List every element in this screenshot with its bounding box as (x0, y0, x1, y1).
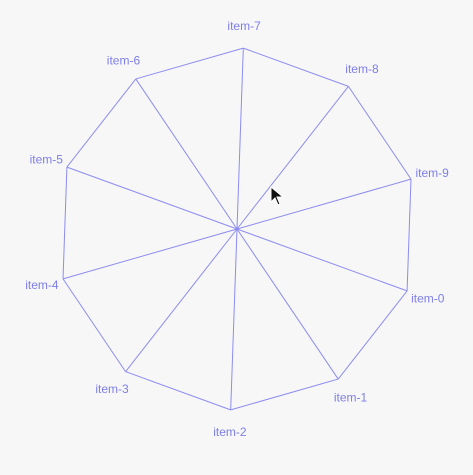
radar-label-3: item-3 (95, 382, 129, 396)
radar-spoke-6 (135, 78, 238, 230)
radar-edge-2 (125, 371, 231, 411)
radar-edge-4 (62, 167, 68, 279)
radar-spoke-4 (62, 228, 238, 280)
radar-spoke-8 (236, 86, 349, 230)
radar-edge-9 (406, 179, 412, 291)
radar-spoke-1 (236, 228, 339, 380)
radar-spoke-5 (66, 166, 238, 230)
radar-edge-5 (66, 78, 137, 168)
radar-edge-8 (348, 86, 412, 180)
radar-label-6: item-6 (107, 54, 141, 68)
radar-outline (62, 47, 412, 411)
radar-spoke-3 (125, 228, 238, 372)
radar-label-0: item-0 (411, 291, 445, 305)
radar-spokes (62, 48, 412, 410)
radar-spoke-0 (236, 228, 408, 292)
radar-label-2: item-2 (213, 425, 247, 439)
radar-label-9: item-9 (415, 166, 449, 180)
radar-label-1: item-1 (334, 390, 368, 404)
mouse-pointer-icon (270, 186, 284, 206)
radar-spoke-9 (236, 178, 412, 230)
radar-label-7: item-7 (227, 19, 261, 33)
radar-edge-6 (135, 47, 244, 80)
radar-spoke-2 (230, 228, 238, 410)
radar-edge-0 (337, 290, 408, 380)
radar-label-5: item-5 (30, 153, 64, 167)
radar-label-8: item-8 (345, 62, 379, 76)
radar-edge-7 (243, 47, 349, 87)
radar-spoke-7 (236, 48, 244, 230)
radar-edge-1 (230, 378, 339, 411)
radar-edge-3 (62, 278, 126, 372)
radar-label-4: item-4 (25, 278, 59, 292)
radar-labels: item-0 item-1 item-2 item-3 item-4 item-5 item… (25, 19, 449, 439)
